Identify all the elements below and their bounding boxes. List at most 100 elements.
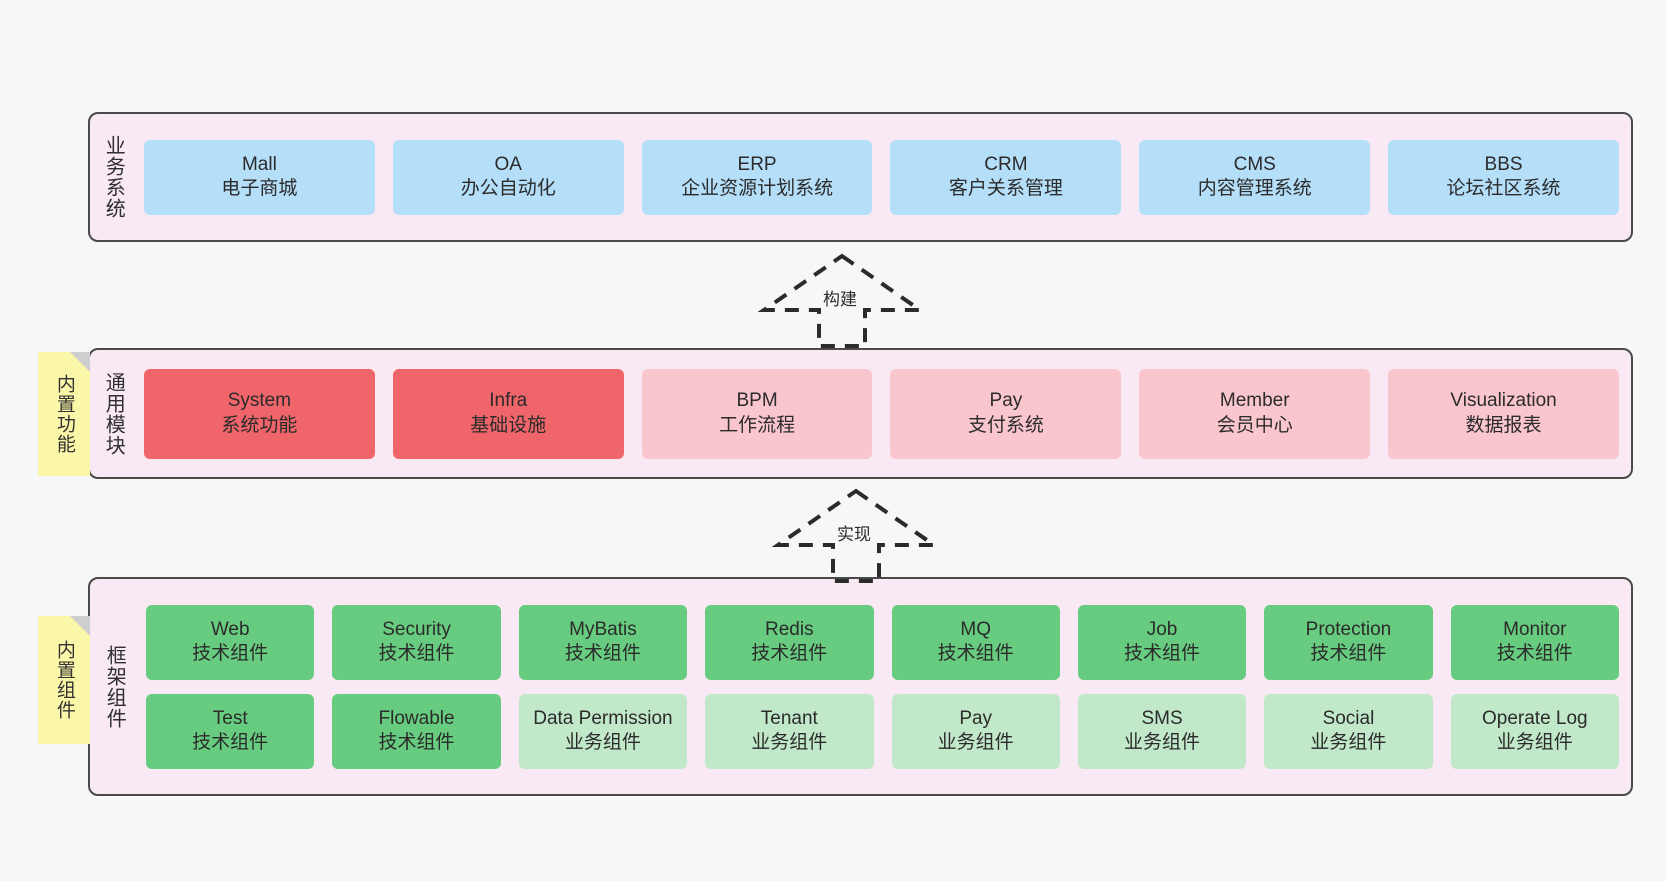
card-title-cn: 系统功能 [221, 414, 298, 436]
card-title-en: Infra [489, 390, 528, 412]
card-title-en: Redis [765, 618, 814, 640]
card-title-en: CMS [1233, 153, 1276, 175]
card-member[interactable]: Member 会员中心 [1139, 368, 1371, 459]
card-row: System 系统功能 Infra 基础设施 BPM 工作流程 Pay 支付系统… [144, 368, 1619, 459]
card-title-cn: 业务组件 [564, 732, 641, 753]
card-tenant[interactable]: Tenant 业务组件 [705, 693, 874, 769]
card-data-permission[interactable]: Data Permission 业务组件 [518, 693, 688, 769]
layer-body-business-systems: Mall 电子商城 OA 办公自动化 ERP 企业资源计划系统 CRM 客户关系… [136, 114, 1631, 240]
layer-title-common-modules: 通用模块 [102, 371, 125, 456]
layer-body-framework-components: Web 技术组件 Security 技术组件 MyBatis 技术组件 Redi… [138, 579, 1631, 794]
card-title-cn: 技术组件 [751, 643, 828, 664]
card-title-cn: 客户关系管理 [948, 178, 1063, 199]
card-title-cn: 企业资源计划系统 [681, 178, 834, 199]
connector-build: 构建 [752, 252, 932, 348]
card-title-en: Test [212, 707, 248, 729]
card-security[interactable]: Security 技术组件 [332, 604, 501, 680]
card-title-en: Operate Log [1481, 707, 1588, 729]
card-title-en: Mall [241, 153, 277, 175]
card-title-cn: 支付系统 [967, 414, 1044, 436]
card-bbs[interactable]: BBS 论坛社区系统 [1388, 139, 1619, 215]
card-title-cn: 内容管理系统 [1197, 178, 1312, 199]
card-title-en: MyBatis [569, 618, 637, 640]
card-redis[interactable]: Redis 技术组件 [705, 604, 874, 680]
card-row: Web 技术组件 Security 技术组件 MyBatis 技术组件 Redi… [146, 604, 1619, 680]
card-infra[interactable]: Infra 基础设施 [392, 368, 624, 459]
card-title-cn: 数据报表 [1465, 414, 1542, 436]
card-title-cn: 业务组件 [937, 732, 1014, 753]
card-test[interactable]: Test 技术组件 [146, 693, 315, 769]
card-social[interactable]: Social 业务组件 [1264, 693, 1433, 769]
connector-build-label: 构建 [823, 290, 857, 309]
card-title-cn: 技术组件 [192, 732, 269, 753]
card-title-cn: 论坛社区系统 [1446, 178, 1561, 199]
card-title-en: Pay [959, 707, 993, 729]
card-title-cn: 技术组件 [192, 643, 269, 664]
card-title-en: Flowable [378, 707, 455, 729]
card-mall[interactable]: Mall 电子商城 [144, 139, 375, 215]
layer-title-framework-components: 框架组件 [103, 644, 126, 729]
card-title-cn: 技术组件 [1310, 643, 1387, 664]
note-fold-corner-icon [70, 616, 90, 636]
connector-build-arrow-icon [757, 253, 927, 348]
card-title-en: Web [210, 618, 250, 640]
card-title-en: System [227, 390, 292, 412]
card-bpm[interactable]: BPM 工作流程 [641, 368, 873, 459]
card-crm[interactable]: CRM 客户关系管理 [890, 139, 1122, 215]
card-title-en: Job [1146, 618, 1178, 640]
card-title-en: Social [1322, 707, 1375, 729]
card-title-cn: 业务组件 [1124, 732, 1201, 753]
connector-implement-label: 实现 [837, 525, 871, 544]
card-title-en: OA [494, 153, 522, 175]
card-erp[interactable]: ERP 企业资源计划系统 [641, 139, 873, 215]
card-system[interactable]: System 系统功能 [144, 368, 375, 459]
card-visualization[interactable]: Visualization 数据报表 [1388, 368, 1619, 459]
card-mybatis[interactable]: MyBatis 技术组件 [518, 604, 688, 680]
card-title-en: CRM [984, 153, 1028, 175]
layer-common-modules: 通用模块 System 系统功能 Infra 基础设施 BPM 工作流程 Pay… [88, 348, 1633, 479]
card-sms[interactable]: SMS 业务组件 [1077, 693, 1247, 769]
card-job[interactable]: Job 技术组件 [1077, 604, 1247, 680]
card-operate-log[interactable]: Operate Log 业务组件 [1450, 693, 1619, 769]
card-protection[interactable]: Protection 技术组件 [1264, 604, 1433, 680]
card-mq[interactable]: MQ 技术组件 [891, 604, 1060, 680]
card-web[interactable]: Web 技术组件 [146, 604, 315, 680]
sticky-note-builtin-functions: 内置功能 [38, 352, 90, 476]
card-title-cn: 业务组件 [1496, 732, 1573, 753]
card-title-en: Pay [989, 390, 1023, 412]
sticky-note-builtin-components: 内置组件 [38, 616, 90, 744]
connector-implement-arrow-icon [771, 488, 941, 583]
card-title-cn: 工作流程 [719, 414, 796, 436]
card-title-en: Security [382, 618, 451, 640]
card-title-cn: 基础设施 [470, 414, 547, 436]
card-title-cn: 电子商城 [221, 178, 298, 199]
card-cms[interactable]: CMS 内容管理系统 [1139, 139, 1371, 215]
card-title-en: BBS [1484, 153, 1523, 175]
card-title-cn: 技术组件 [564, 643, 641, 664]
card-title-en: SMS [1141, 707, 1183, 729]
card-row: Mall 电子商城 OA 办公自动化 ERP 企业资源计划系统 CRM 客户关系… [144, 139, 1619, 215]
card-row: Test 技术组件 Flowable 技术组件 Data Permission … [146, 693, 1619, 769]
card-title-cn: 技术组件 [1496, 643, 1573, 664]
connector-implement: 实现 [766, 487, 946, 583]
sticky-note-label: 内置功能 [53, 374, 75, 454]
card-title-en: Data Permission [533, 707, 673, 729]
card-title-en: Tenant [760, 707, 818, 729]
card-title-en: MQ [960, 618, 991, 640]
card-title-en: Member [1219, 390, 1290, 412]
card-oa[interactable]: OA 办公自动化 [392, 139, 624, 215]
card-pay-component[interactable]: Pay 业务组件 [891, 693, 1060, 769]
layer-business-systems: 业务系统 Mall 电子商城 OA 办公自动化 ERP 企业资源计划系统 CRM… [88, 112, 1633, 242]
card-title-en: ERP [737, 153, 777, 175]
note-fold-corner-icon [70, 352, 90, 372]
card-title-cn: 技术组件 [937, 643, 1014, 664]
card-title-en: Protection [1305, 618, 1392, 640]
card-pay-module[interactable]: Pay 支付系统 [890, 368, 1122, 459]
card-monitor[interactable]: Monitor 技术组件 [1450, 604, 1619, 680]
card-flowable[interactable]: Flowable 技术组件 [332, 693, 501, 769]
layer-title-business-systems: 业务系统 [102, 135, 125, 219]
sticky-note-label: 内置组件 [53, 640, 75, 720]
card-title-cn: 办公自动化 [460, 178, 556, 199]
layer-framework-components: 框架组件 Web 技术组件 Security 技术组件 MyBatis 技术组件… [88, 577, 1633, 796]
